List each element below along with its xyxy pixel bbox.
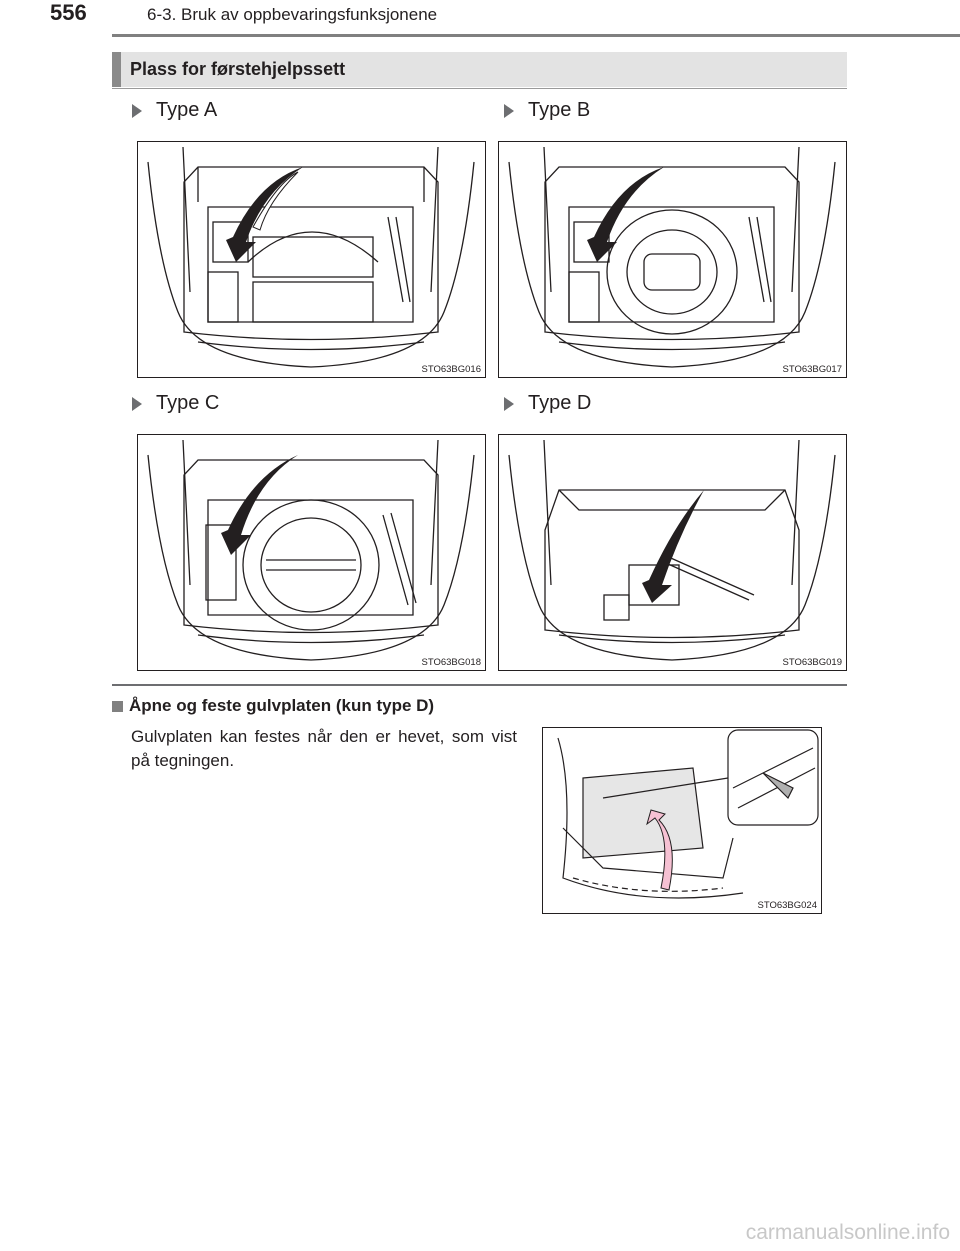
figure-code: STO63BG024 [756,900,818,911]
triangle-bullet-icon [504,396,514,411]
section-divider [112,684,847,686]
figure-floor-plate: STO63BG024 [542,727,822,914]
type-a-label: Type A [132,99,217,122]
trunk-illustration-b [508,146,836,368]
type-a-text: Type A [156,99,218,121]
type-b-label: Type B [504,99,590,122]
watermark: carmanualsonline.info [745,1221,950,1244]
page-number: 556 [50,0,87,25]
triangle-bullet-icon [132,396,142,411]
subsection-heading-text: Åpne og feste gulvplaten (kun type D) [129,696,435,715]
triangle-bullet-icon [132,103,142,118]
section-accent [112,52,121,87]
type-d-text: Type D [528,392,592,414]
type-d-label: Type D [504,392,591,415]
figure-code: STO63BG019 [781,657,843,668]
type-c-label: Type C [132,392,219,415]
trunk-illustration-d [508,439,836,661]
figure-code: STO63BG016 [420,364,482,375]
running-head: 6-3. Bruk av oppbevaringsfunksjonene [147,5,438,24]
type-b-text: Type B [528,99,591,121]
floor-plate-illustration [557,729,819,899]
figure-type-c: STO63BG018 [137,434,486,671]
subsection-body: Gulvplaten kan festes når den er hevet, … [131,727,517,770]
trunk-illustration-a [147,146,475,368]
subsection-heading: Åpne og feste gulvplaten (kun type D) [112,696,434,716]
square-bullet-icon [112,700,123,712]
section-rule [112,88,847,89]
header-rule [112,34,960,37]
type-c-text: Type C [156,392,220,414]
triangle-bullet-icon [504,103,514,118]
trunk-illustration-c [147,439,475,661]
section-title-bar: Plass for førstehjelpssett [112,52,847,87]
figure-type-b: STO63BG017 [498,141,847,378]
figure-type-a: STO63BG016 [137,141,486,378]
section-title: Plass for førstehjelpssett [130,59,346,79]
figure-code: STO63BG018 [420,657,482,668]
figure-type-d: STO63BG019 [498,434,847,671]
figure-code: STO63BG017 [781,364,843,375]
